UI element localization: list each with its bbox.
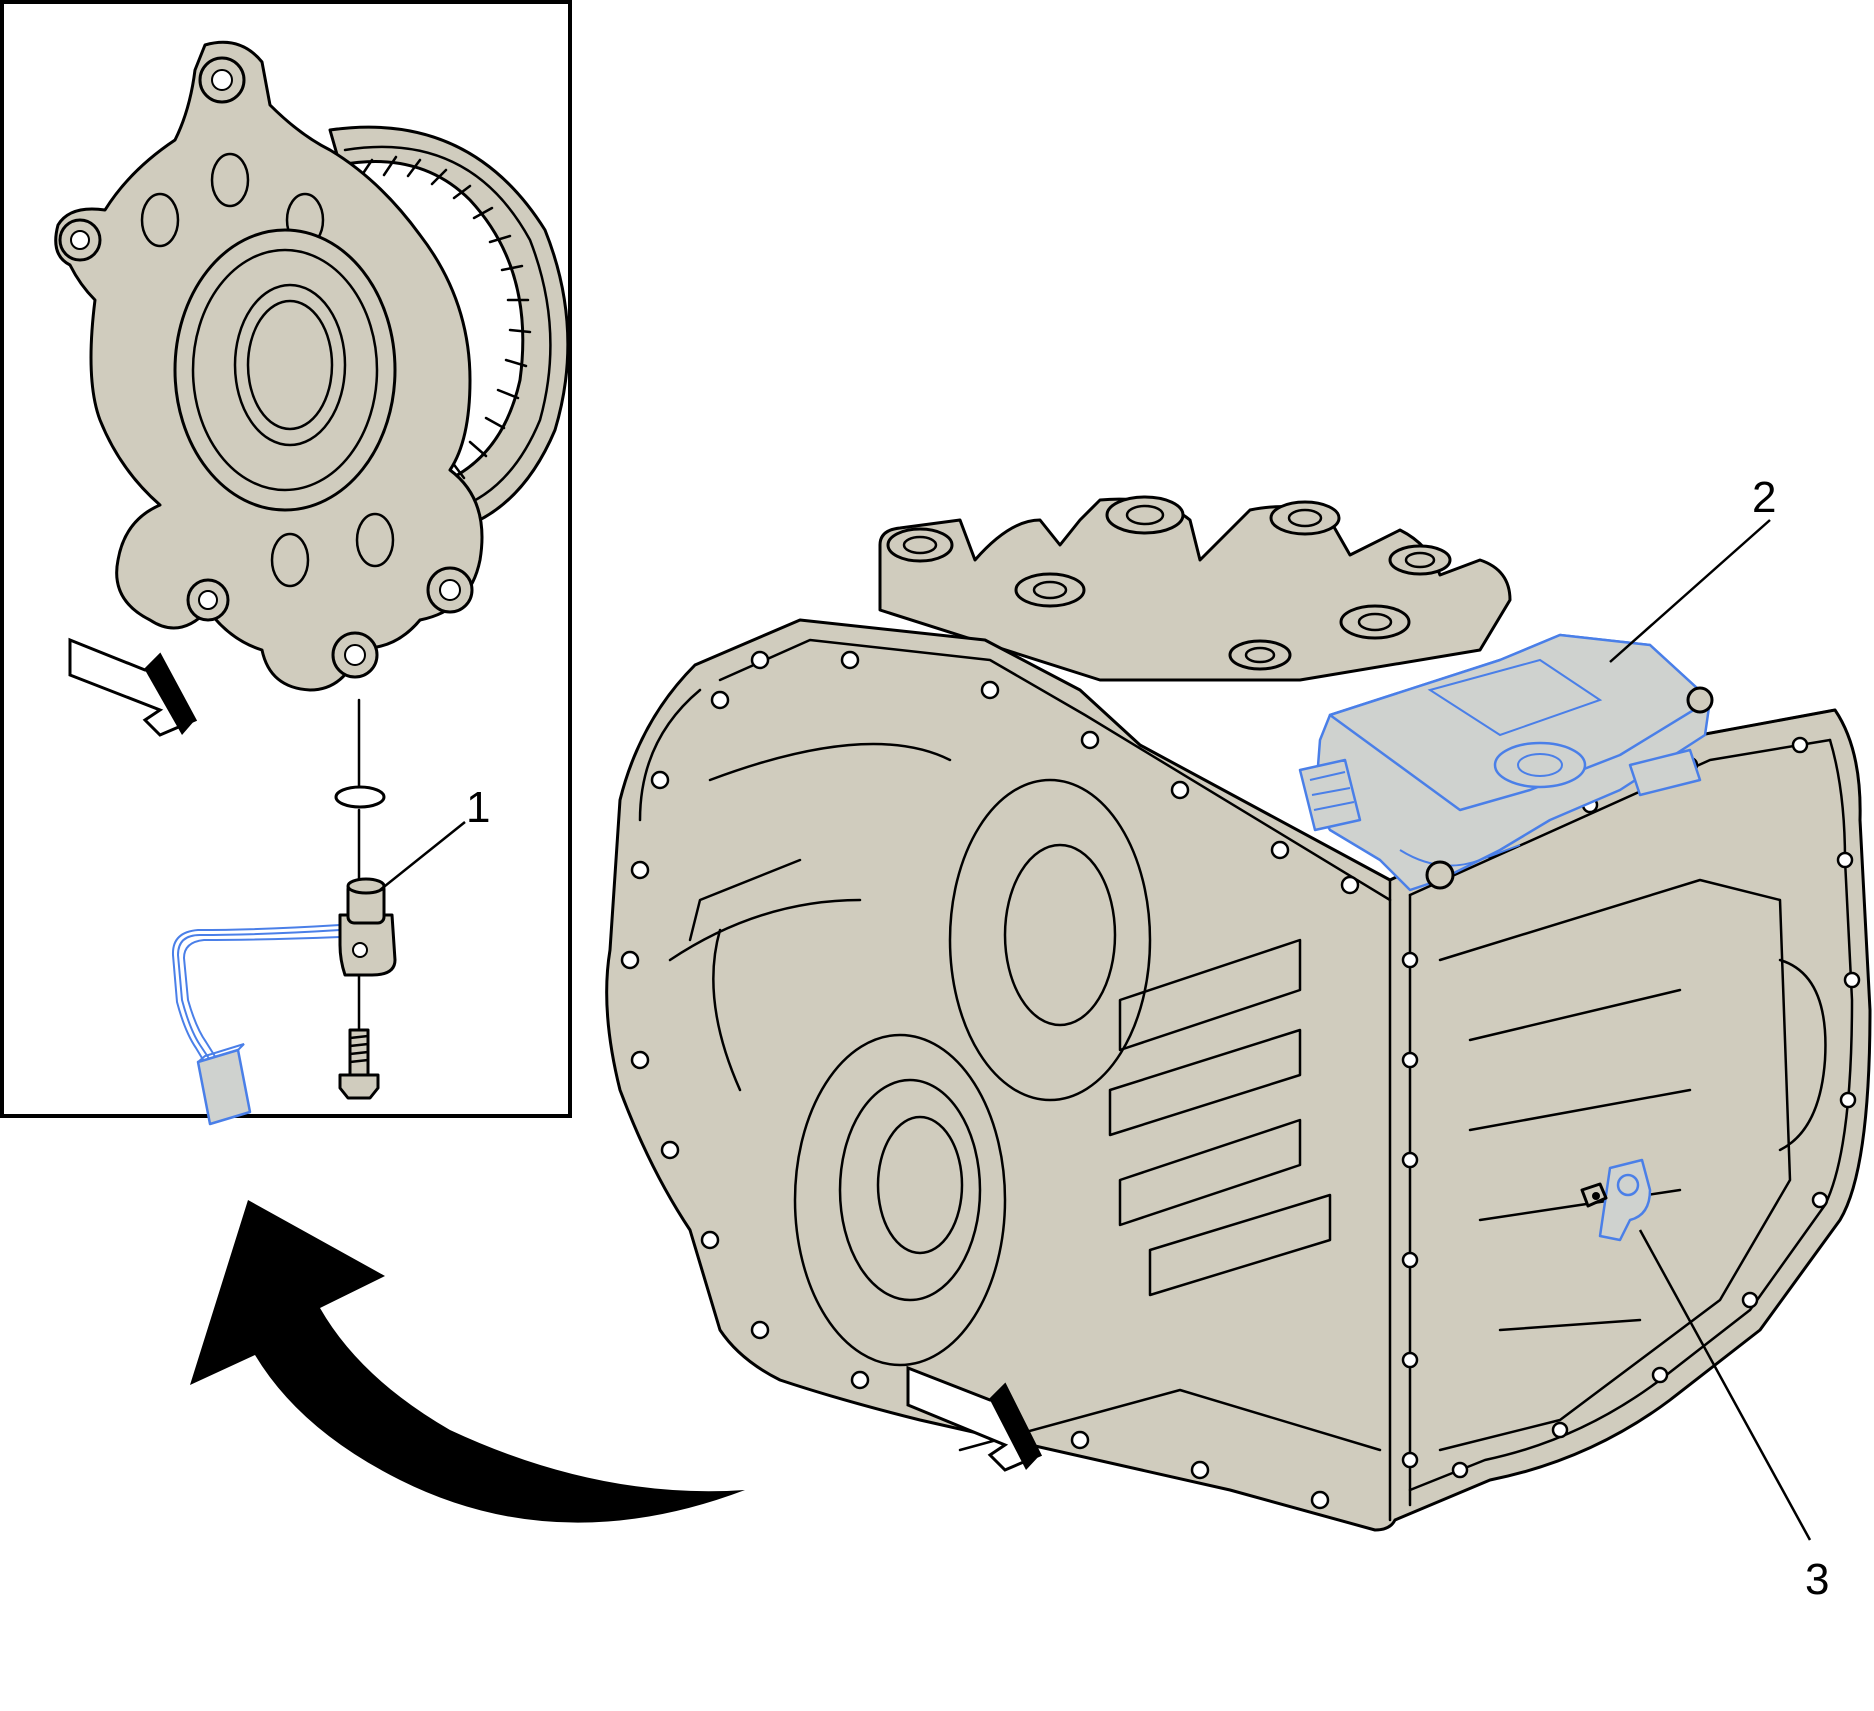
output-speed-sensor xyxy=(1580,1158,1652,1242)
leader-line-2 xyxy=(1609,519,1771,663)
view-direction-arrow-icon xyxy=(906,1365,1043,1472)
callout-2: 2 xyxy=(1752,473,1776,522)
detail-inset: 1 xyxy=(0,0,572,1126)
case-bolt-holes xyxy=(620,650,1861,1510)
gear-hub-assembly xyxy=(54,40,570,692)
speed-sensor xyxy=(171,877,397,1126)
curved-arrow-icon xyxy=(190,1200,745,1523)
sensor-bolt xyxy=(338,1028,380,1100)
callout-3: 3 xyxy=(1805,1555,1829,1604)
leader-line-1 xyxy=(379,821,466,891)
transmission-case: 2 3 xyxy=(605,473,1872,1604)
view-direction-arrow-icon xyxy=(68,637,198,737)
callout-1: 1 xyxy=(466,783,490,832)
leader-line-3 xyxy=(1638,1229,1812,1541)
o-ring-seal xyxy=(334,785,386,809)
transmission-control-module xyxy=(1298,633,1714,892)
